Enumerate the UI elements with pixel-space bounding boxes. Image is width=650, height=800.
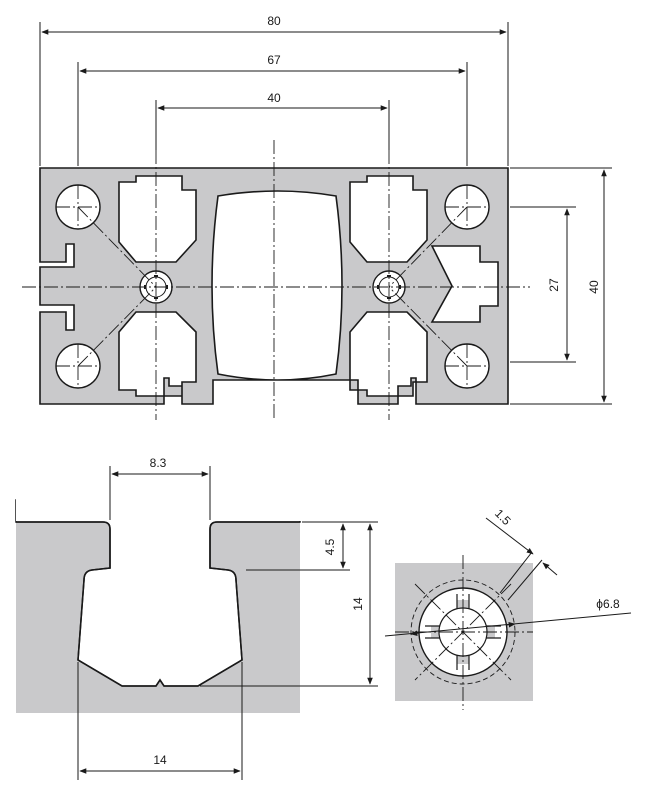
dimension-label: 4.5 — [323, 538, 337, 555]
core-detail: 1.5 ϕ6.8 — [384, 506, 632, 710]
dimension-label: 40 — [267, 91, 281, 105]
extension-lines-top — [39, 22, 509, 166]
dimension-label: 40 — [587, 280, 601, 294]
dimension-label: 80 — [267, 14, 281, 28]
slot-detail: 8.3 4.5 14 14 — [15, 456, 378, 780]
dimension-profile-width: 80 — [41, 14, 507, 35]
dimension-inner-pitch: 40 — [157, 91, 388, 111]
dimension-label: 8.3 — [150, 456, 167, 470]
dimension-profile-height: 40 — [510, 167, 612, 405]
dimension-label: 14 — [153, 753, 167, 767]
dimension-label: 67 — [267, 53, 281, 67]
profile-cross-section — [22, 140, 530, 420]
dimension-label: 27 — [547, 278, 561, 292]
dimension-label: 14 — [351, 597, 365, 611]
dimension-slot-pitch: 67 — [79, 53, 466, 74]
dimension-slot-spacing: 27 — [510, 206, 576, 363]
dimension-label: ϕ6.8 — [596, 597, 620, 611]
